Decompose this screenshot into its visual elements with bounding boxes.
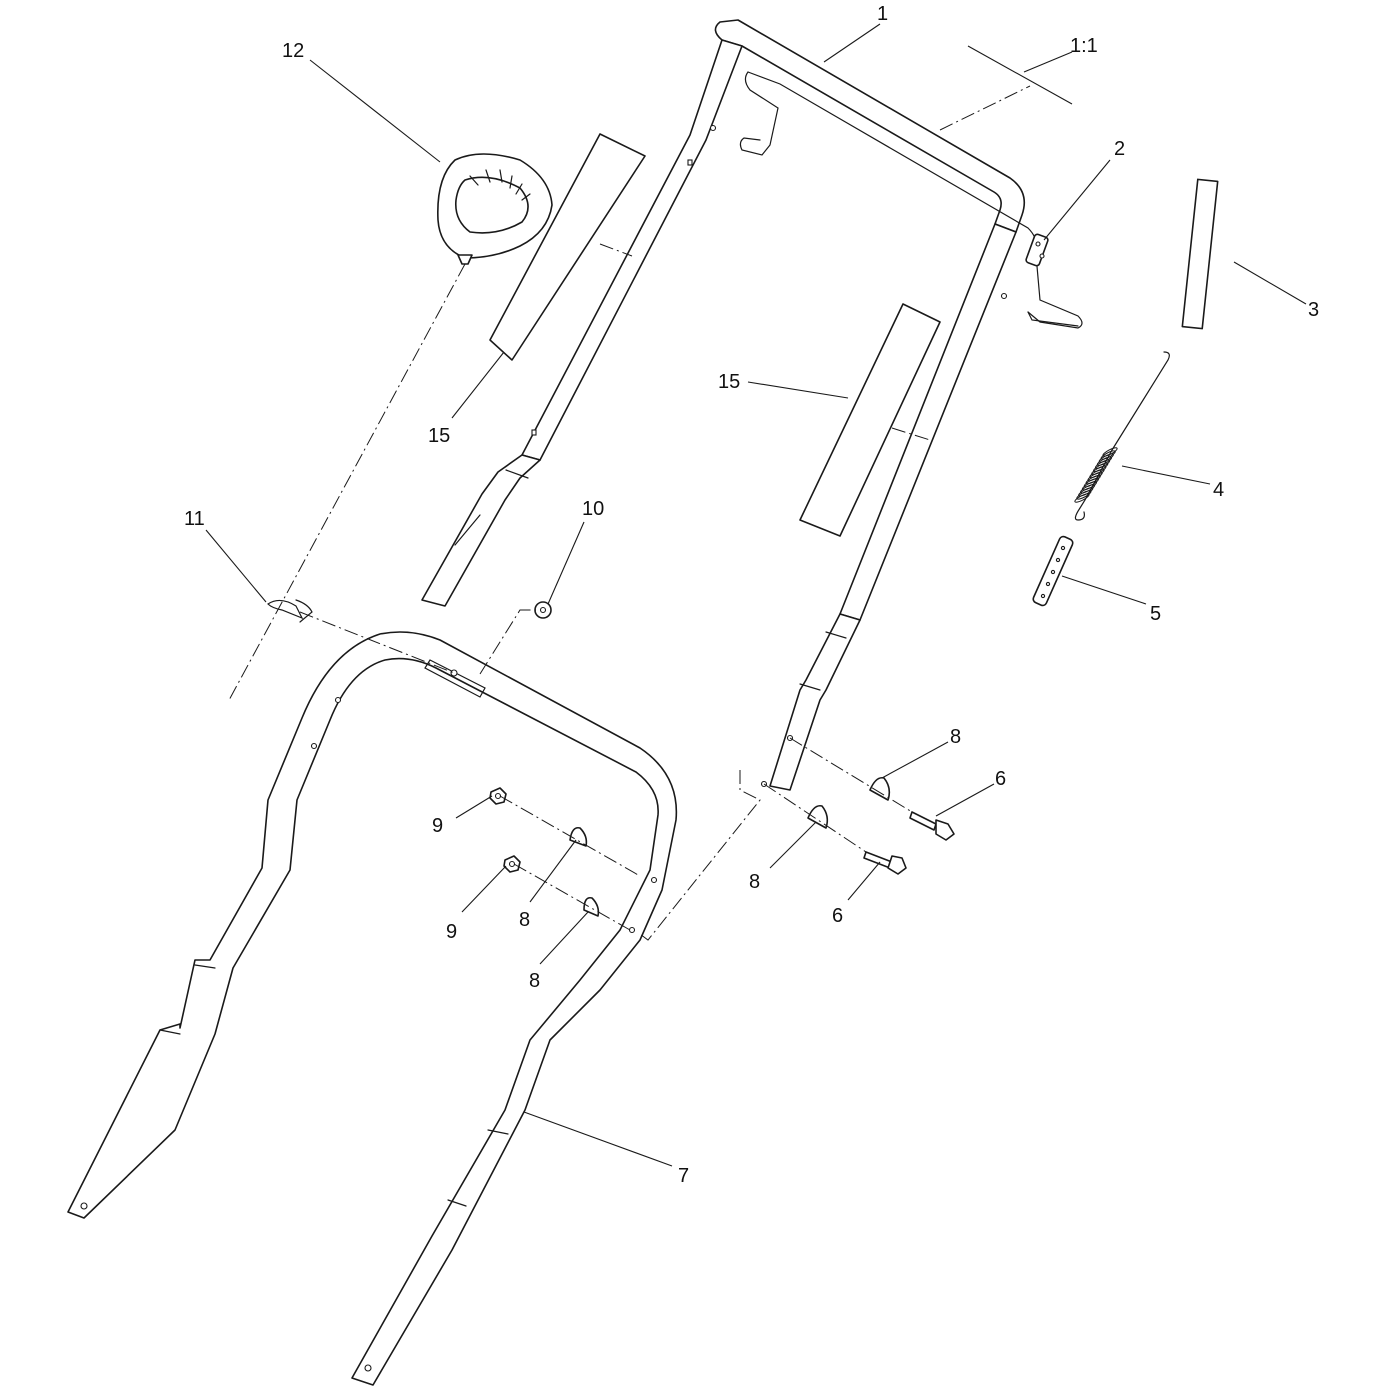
cable-guide-part-12: [437, 153, 553, 265]
hardware-alignment-line-3: [789, 737, 913, 813]
callout-12: 12: [282, 40, 304, 62]
clip-alignment-line: [299, 611, 455, 674]
callouts: 1 1:1 2 3 4 5 6 6 7 8 8 8 8 9 9 10 11 12…: [184, 3, 1319, 1187]
callout-2: 2: [1114, 138, 1125, 160]
decal-right-part-15: [799, 303, 941, 537]
adjust-plate-part-5: [1032, 535, 1074, 607]
control-bail: [739, 71, 1083, 329]
callout-9-lower: 9: [446, 921, 457, 943]
callout-6-upper: 6: [995, 768, 1006, 790]
callout-15-right: 15: [718, 371, 740, 393]
callout-8-upper-left: 8: [519, 909, 530, 931]
grip-part-3: [1181, 178, 1219, 330]
callout-8-upper-right: 8: [950, 726, 961, 748]
scale-detail-mark: [967, 45, 1073, 105]
decal-left-dash: [599, 243, 633, 257]
nuts-part-9: [489, 787, 521, 873]
curved-washers-part-8: [569, 776, 891, 917]
callout-1-1-scale: 1:1: [1070, 35, 1098, 57]
hardware-alignment-line-4: [763, 783, 867, 853]
callout-8-lower-left: 8: [529, 970, 540, 992]
cable-clip-part-11: [267, 599, 313, 623]
callout-6-lower: 6: [832, 905, 843, 927]
washer-alignment-path: [479, 609, 536, 675]
detail-1-1-line: [939, 85, 1031, 131]
callout-3: 3: [1308, 299, 1319, 321]
washer-part-10: [534, 601, 552, 619]
callout-7: 7: [678, 1165, 689, 1187]
upper-handle: [421, 19, 1026, 791]
callout-9-upper: 9: [432, 815, 443, 837]
hardware-alignment-line-1: [499, 795, 641, 877]
lower-handle: [67, 631, 678, 1386]
callout-15-left: 15: [428, 425, 450, 447]
callout-4: 4: [1213, 479, 1224, 501]
frame-alignment-path: [639, 770, 761, 941]
callout-10: 10: [582, 498, 604, 520]
callout-8-lower-right: 8: [749, 871, 760, 893]
callout-5: 5: [1150, 603, 1161, 625]
bolts-part-6: [863, 811, 955, 875]
callout-1: 1: [877, 3, 888, 25]
decal-right-dash: [891, 427, 931, 441]
hardware-alignment-line-2: [513, 863, 631, 931]
spring-part-4: [1074, 351, 1170, 521]
callout-11: 11: [184, 508, 205, 530]
decal-left-part-15: [489, 133, 646, 361]
cable-guide-alignment-line: [227, 263, 466, 703]
leader-lines: [205, 23, 1307, 1167]
